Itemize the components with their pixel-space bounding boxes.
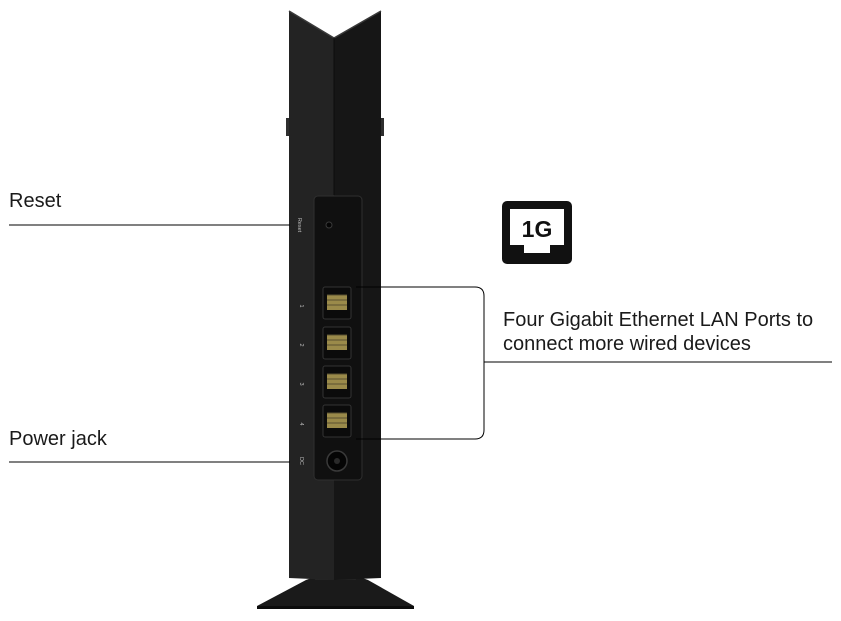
lan-bracket xyxy=(356,286,485,440)
lan-port-2[interactable] xyxy=(322,326,352,360)
device-dc-label: DC xyxy=(298,457,304,465)
lan-port-3[interactable] xyxy=(322,365,352,399)
port-number-label: 1 xyxy=(298,304,304,307)
port-number-label: 2 xyxy=(298,343,304,346)
lan-ports-callout-line-1: Four Gigabit Ethernet LAN Ports to xyxy=(503,309,814,331)
lan-ports-callout-label: Four Gigabit Ethernet LAN Ports to conne… xyxy=(503,308,813,356)
power-jack-callout-label: Power jack xyxy=(9,428,107,450)
reset-callout-label: Reset xyxy=(9,190,62,212)
lan-port-4[interactable] xyxy=(322,404,352,438)
device-reset-label: Reset xyxy=(296,218,302,233)
rear-panel xyxy=(313,195,363,481)
port-number-label: 3 xyxy=(298,382,304,385)
ethernet-port-icon: 1G xyxy=(502,201,572,264)
power-jack[interactable] xyxy=(326,450,348,472)
lan-port-1[interactable] xyxy=(322,286,352,320)
port-number-label: 4 xyxy=(298,422,304,425)
gigabit-badge-text: 1G xyxy=(522,216,553,242)
lan-ports-callout-line-2: connect more wired devices xyxy=(503,333,751,355)
reset-button[interactable] xyxy=(325,221,333,229)
